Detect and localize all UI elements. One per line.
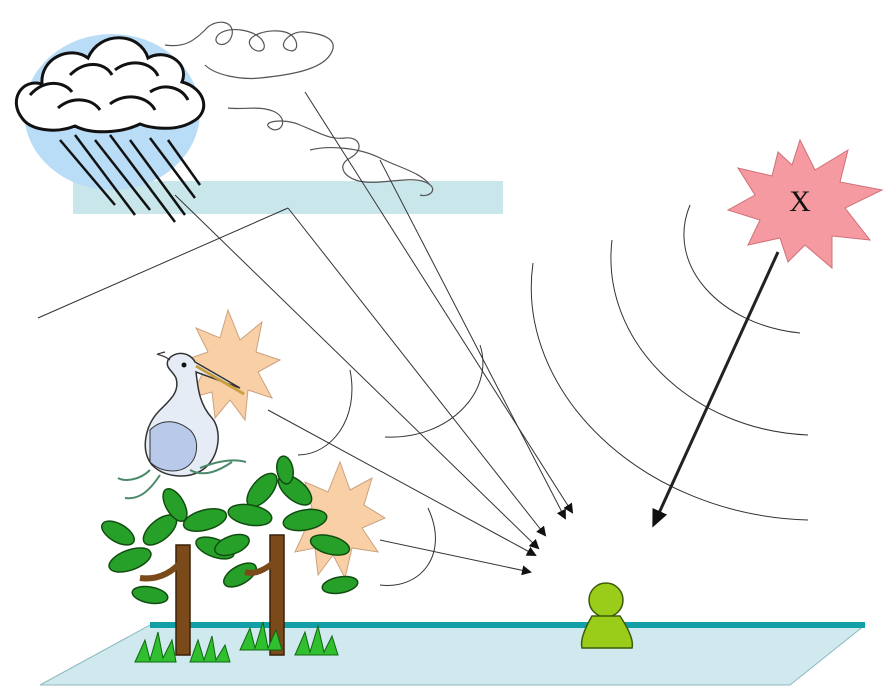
person-icon [582,583,633,648]
wind-swirl-icon [165,22,433,195]
direct-path-arrow [654,252,778,524]
wave-arcs [298,205,808,585]
source-label: X [789,185,811,218]
starburst-icon: X [728,140,882,268]
ground-plane [40,625,865,685]
